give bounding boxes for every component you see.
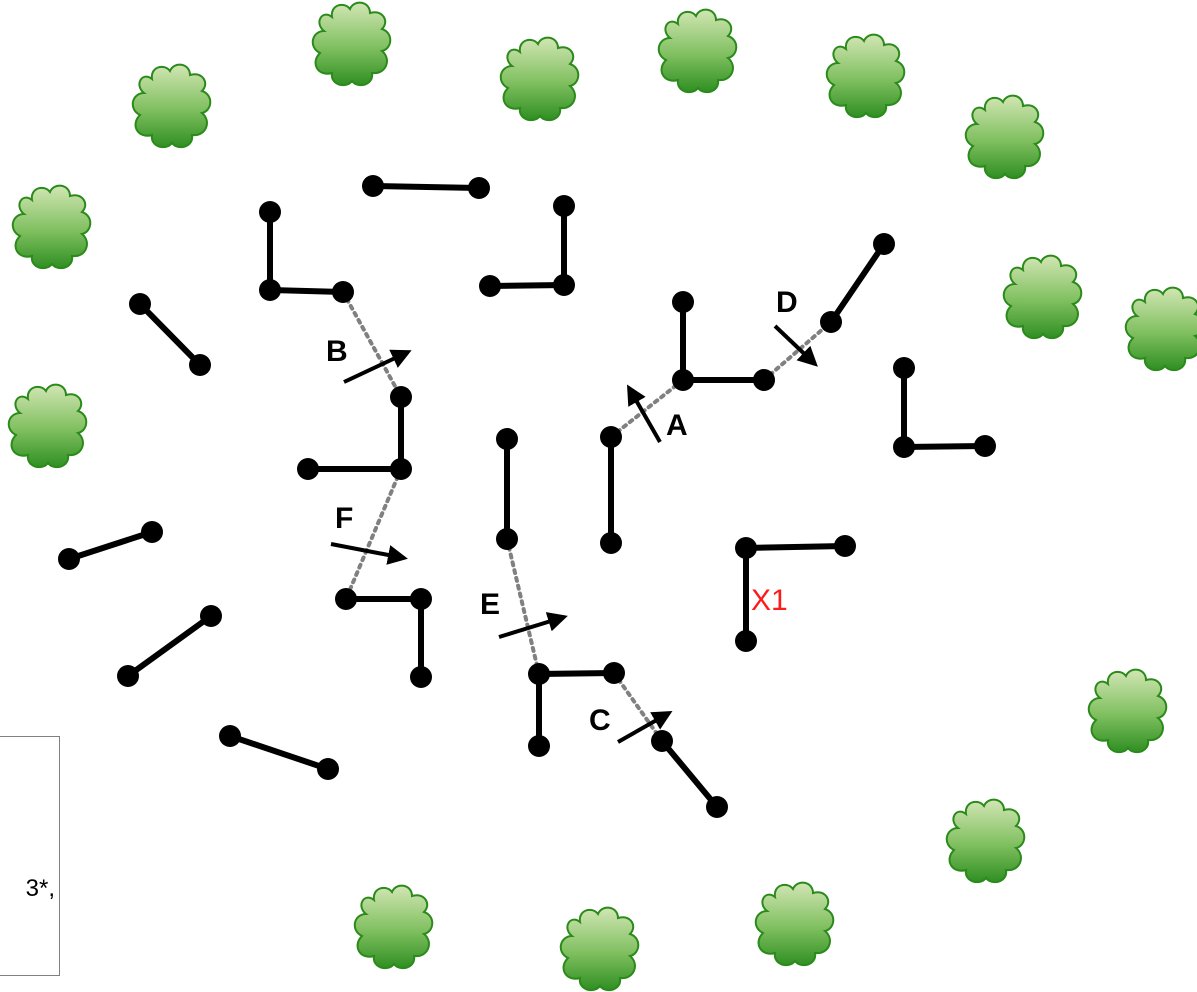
label-d: D bbox=[776, 286, 798, 319]
bush-icon bbox=[754, 881, 835, 967]
bush-icon bbox=[1087, 668, 1168, 754]
bush-icon bbox=[1002, 254, 1083, 340]
label-x1: X1 bbox=[751, 584, 788, 617]
labels: A B C D E F X1 bbox=[326, 286, 798, 737]
bush-icon bbox=[7, 383, 88, 469]
segment bbox=[137, 301, 203, 368]
arrows bbox=[330, 324, 818, 744]
segment bbox=[125, 613, 214, 679]
segment bbox=[227, 733, 331, 772]
dotted-link-b bbox=[341, 290, 403, 399]
direction-arrow-icon bbox=[498, 612, 568, 639]
direction-arrow-icon bbox=[617, 711, 673, 744]
bush-icon bbox=[657, 8, 738, 94]
dotted-link-e bbox=[505, 537, 541, 676]
direction-arrow-icon bbox=[627, 384, 662, 443]
segment bbox=[487, 203, 567, 289]
bush-icon bbox=[559, 906, 640, 992]
endpoints bbox=[58, 175, 996, 818]
segment bbox=[305, 394, 404, 472]
dotted-link-c bbox=[612, 671, 664, 743]
bush-icon bbox=[1124, 286, 1197, 372]
bush-icon bbox=[945, 798, 1026, 884]
label-c: C bbox=[589, 704, 611, 737]
direction-arrow-icon bbox=[773, 324, 818, 367]
segment bbox=[267, 209, 346, 295]
direction-arrow-icon bbox=[330, 542, 408, 565]
label-b: B bbox=[326, 335, 348, 368]
segment bbox=[901, 365, 988, 451]
label-e: E bbox=[480, 588, 500, 621]
segment bbox=[680, 299, 767, 383]
segments bbox=[66, 183, 988, 810]
bush-icon bbox=[964, 94, 1045, 180]
label-f: F bbox=[335, 502, 353, 535]
label-a: A bbox=[666, 409, 688, 442]
segment bbox=[828, 241, 887, 325]
bush-icon bbox=[499, 36, 580, 122]
dotted-link-a bbox=[609, 378, 685, 439]
direction-arrow-icon bbox=[343, 349, 412, 384]
bush-icon bbox=[131, 63, 212, 149]
segment bbox=[343, 596, 424, 680]
segment bbox=[659, 738, 720, 810]
bush-icon bbox=[11, 184, 92, 270]
bush-icon bbox=[353, 884, 434, 970]
dotted-link-f bbox=[344, 467, 403, 601]
callout-text: 3*, bbox=[25, 875, 55, 902]
dotted-link-d bbox=[762, 320, 833, 382]
trees bbox=[7, 1, 1197, 992]
callout-box: 3*, bbox=[0, 736, 60, 976]
bush-icon bbox=[825, 33, 906, 119]
bush-icon bbox=[311, 1, 392, 87]
segment bbox=[66, 529, 155, 562]
segment bbox=[370, 183, 482, 191]
